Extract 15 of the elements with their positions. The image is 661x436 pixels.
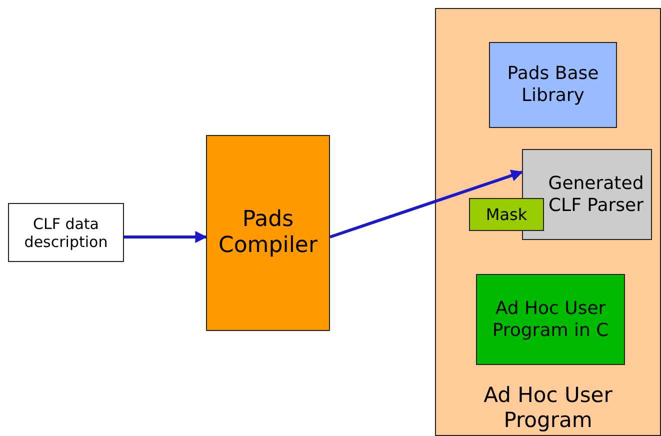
process-box — [489, 42, 617, 128]
node-label: Ad Hoc User Program — [482, 382, 614, 434]
container-panel — [435, 8, 661, 436]
arrow — [124, 231, 208, 243]
process-box — [206, 135, 330, 331]
node-label: Generated CLF Parser — [547, 172, 645, 216]
node-label: Pads Compiler — [217, 206, 319, 260]
node-label: Mask — [486, 204, 528, 224]
process-box — [469, 198, 544, 231]
node-label: Ad Hoc User Program in C — [491, 298, 610, 342]
process-box — [8, 203, 124, 262]
node-label: Pads Base Library — [506, 63, 600, 107]
node-label: CLF data description — [23, 214, 109, 250]
process-box — [476, 274, 625, 365]
arrow — [330, 170, 524, 238]
